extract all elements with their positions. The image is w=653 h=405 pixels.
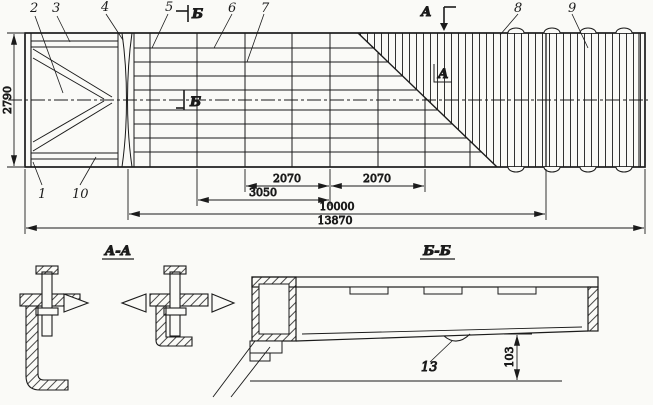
dim-2070-right: 2070: [363, 172, 391, 185]
dim-103: 103: [503, 347, 516, 368]
callout-10: 10: [72, 187, 89, 202]
aa-break-arrows: [63, 293, 236, 313]
dimensions: 2790 2070 2070 3050 10000 13870: [1, 32, 646, 234]
section-cut-markers: А А Б Б: [176, 5, 456, 111]
section-bb-title: Б-Б: [422, 244, 451, 259]
aa-left-clamp: [19, 265, 81, 391]
callout-7: 7: [261, 1, 270, 16]
section-aa: А-А: [19, 244, 236, 391]
edge-scallops: [507, 27, 633, 173]
callout-9: 9: [568, 1, 576, 16]
plan-view: [8, 27, 648, 173]
callout-13: 13: [421, 360, 438, 375]
dim-13870: 13870: [318, 214, 353, 227]
callout-5: 5: [165, 0, 173, 15]
bb-body: [249, 276, 599, 362]
callout-8: 8: [514, 1, 522, 16]
cut-marker-b-mid: Б: [189, 95, 201, 110]
section-aa-title: А-А: [104, 244, 132, 259]
cut-marker-a-inner: А: [437, 67, 449, 82]
callouts: 2 3 4 5 6 7 8 9 1 10: [29, 0, 589, 202]
section-bb: Б-Б 13 103: [212, 244, 599, 398]
aa-right-clamp: [149, 265, 209, 347]
cut-arrow-a: [440, 23, 448, 31]
dim-3050: 3050: [249, 186, 277, 199]
end-truss-panel: [31, 40, 118, 160]
dim-2790: 2790: [1, 86, 14, 114]
cut-marker-a-top: А: [420, 5, 432, 20]
dim-2070-left: 2070: [273, 172, 301, 185]
dim-10000: 10000: [320, 200, 355, 213]
bb-dim-103: 103: [495, 333, 562, 382]
callout-2: 2: [29, 1, 38, 16]
callout-6: 6: [228, 1, 236, 16]
callout-1: 1: [38, 187, 46, 202]
callout-4: 4: [100, 0, 109, 15]
bb-reference-lines: [212, 340, 525, 398]
cut-marker-b-top: Б: [191, 7, 203, 22]
bb-bottom-boss: [443, 333, 471, 342]
callout-3: 3: [52, 1, 60, 16]
